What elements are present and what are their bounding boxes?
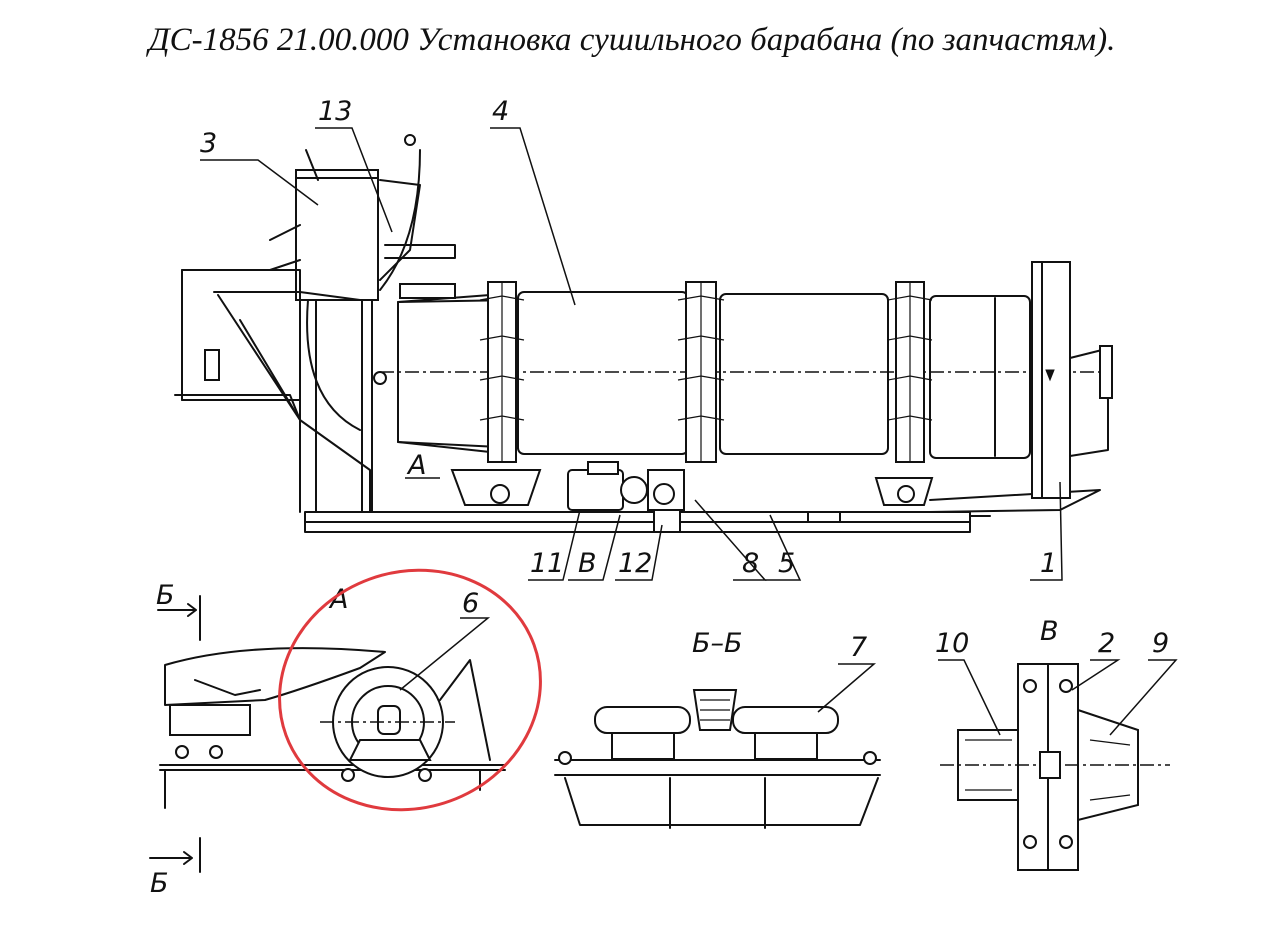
support-rollers: [450, 469, 934, 506]
callout-13: 13: [318, 96, 352, 127]
callout-6: 6: [462, 588, 479, 619]
view-a-arrow-label: А: [406, 450, 426, 481]
loading-hopper: [269, 134, 456, 301]
callout-4: 4: [492, 96, 509, 127]
highlight-ellipse: [278, 568, 542, 812]
view-a-detail: [159, 617, 506, 809]
callout-5: 5: [778, 548, 795, 579]
section-bb-detail: [554, 663, 881, 829]
callout-2: 2: [1098, 628, 1115, 659]
callout-8: 8: [742, 548, 759, 579]
callout-9: 9: [1152, 628, 1169, 659]
callout-10: 10: [935, 628, 969, 659]
callout-3: 3: [200, 128, 217, 159]
callout-1: 1: [1040, 548, 1057, 579]
discharge-chamber: [1031, 261, 1113, 499]
section-marker-bottom: Б: [150, 868, 169, 899]
drawing-title: ДС-1856 21.00.000 Установка сушильного б…: [148, 22, 1116, 58]
callout-12: 12: [618, 548, 652, 579]
drum-tire-bands: [479, 281, 933, 463]
view-v-detail: [938, 659, 1178, 871]
main-assembly-view: [174, 134, 1113, 533]
section-bb-title: Б–Б: [692, 628, 743, 659]
section-marker-top: Б: [156, 580, 175, 611]
callout-11: 11: [530, 548, 564, 579]
view-v-title: В: [1040, 616, 1059, 647]
callout-7: 7: [850, 632, 867, 663]
callout-v-main: В: [578, 548, 597, 579]
leader-lines-main: [200, 127, 1063, 581]
base-frame: [304, 511, 991, 533]
discharge-frame: [929, 489, 1101, 513]
section-markers: [149, 595, 201, 873]
furnace-frame: [174, 269, 387, 513]
drive-unit: [567, 461, 685, 533]
